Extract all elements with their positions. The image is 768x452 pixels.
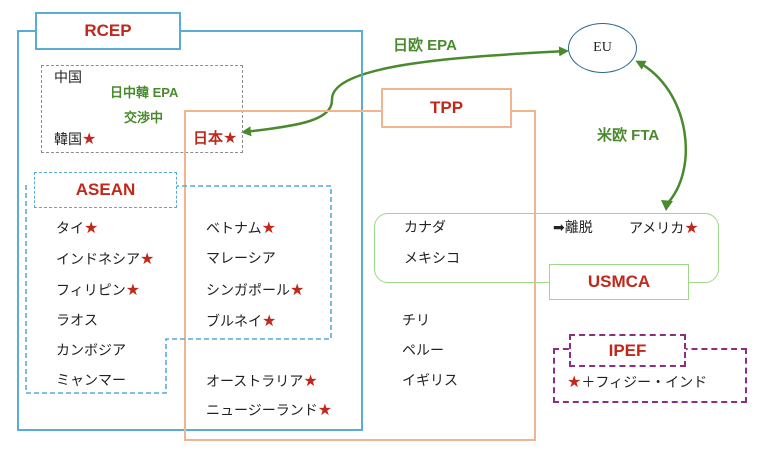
tpp-region xyxy=(184,110,536,441)
star-icon: ★ xyxy=(261,218,276,237)
country-malaysia: マレーシア xyxy=(206,251,276,267)
korea-label: 韓国★ xyxy=(54,129,97,149)
country-peru: ペルー xyxy=(402,343,444,359)
japan-label: 日本★ xyxy=(193,128,238,148)
country-thailand: タイ★ xyxy=(56,218,99,238)
country-mexico: メキシコ xyxy=(404,251,460,267)
country-myanmar: ミャンマー xyxy=(56,373,126,389)
ipef-label: IPEF xyxy=(569,334,686,367)
star-icon: ★ xyxy=(82,129,97,148)
rcep-label: RCEP xyxy=(35,12,181,50)
star-icon: ★ xyxy=(140,249,155,268)
rcep-region xyxy=(17,30,363,431)
star-icon: ★ xyxy=(262,311,277,330)
country-singapore: シンガポール★ xyxy=(206,280,305,300)
us-arrowhead xyxy=(661,200,673,211)
country-cambodia: カンボジア xyxy=(56,343,126,359)
country-usa: アメリカ★ xyxy=(629,218,699,238)
usmca-label: USMCA xyxy=(549,264,689,300)
country-canada: カナダ xyxy=(404,220,446,236)
star-icon: ★ xyxy=(223,128,238,147)
cjk-epa-box xyxy=(41,65,243,153)
japan-eu-epa-label: 日欧 EPA xyxy=(393,37,457,54)
star-icon: ★ xyxy=(684,218,699,237)
country-australia: オーストラリア★ xyxy=(206,371,318,391)
star-icon: ★ xyxy=(84,218,99,237)
withdrawal-label: ➡離脱 xyxy=(553,220,593,236)
star-icon: ★ xyxy=(567,372,582,391)
star-icon: ★ xyxy=(317,400,333,419)
ipef-note: ★＋フィジー・インド xyxy=(567,372,708,392)
star-icon: ★ xyxy=(303,371,318,390)
japan-eu-arrow-tail xyxy=(241,99,334,137)
country-indonesia: インドネシア★ xyxy=(56,249,155,269)
eu-label: EU xyxy=(593,40,612,55)
eu-node: EU xyxy=(568,23,637,73)
country-laos: ラオス xyxy=(56,313,98,329)
usmca-region xyxy=(374,213,719,283)
asean-label: ASEAN xyxy=(34,172,177,208)
cjk-epa-label: 日中韓 EPA xyxy=(110,85,179,100)
country-new-zealand: ニュージーランド★ xyxy=(206,400,333,420)
country-vietnam: ベトナム★ xyxy=(206,218,276,238)
country-chile: チリ xyxy=(402,313,430,329)
country-uk: イギリス xyxy=(402,373,458,389)
tpp-label: TPP xyxy=(381,88,512,128)
country-brunei: ブルネイ★ xyxy=(206,311,277,331)
japan-eu-arrow xyxy=(330,46,569,101)
star-icon: ★ xyxy=(290,280,305,299)
country-philippines: フィリピン★ xyxy=(56,280,141,300)
us-eu-arrow xyxy=(635,60,687,206)
us-eu-fta-label: 米欧 FTA xyxy=(597,127,660,144)
cjk-status-label: 交渉中 xyxy=(124,110,164,125)
star-icon: ★ xyxy=(125,280,141,299)
china-label: 中国 xyxy=(54,70,82,86)
